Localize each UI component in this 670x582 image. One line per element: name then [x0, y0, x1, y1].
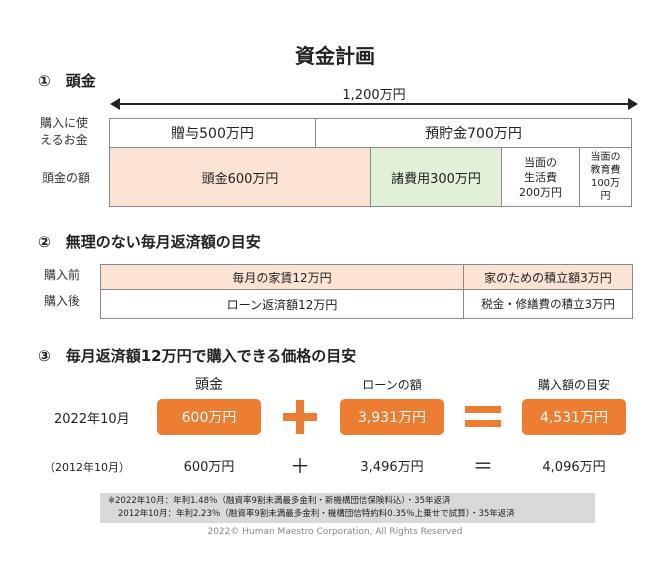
down-2022-badge: 600万円 — [157, 399, 261, 435]
arrow-left-icon — [110, 98, 120, 110]
note-line2: 2012年10月：年利2.23％（融資率9割未満最多金利・機構団信特約料0.35… — [118, 509, 515, 519]
before-label: 購入前 — [44, 268, 81, 282]
education-cost-cell: 当面の 教育費 100万 円 — [579, 147, 632, 207]
total-arrow-line — [118, 103, 630, 105]
row2022-label: 2022年10月 — [54, 412, 130, 427]
arrow-right-icon — [628, 98, 638, 110]
equals-icon-bottom — [465, 420, 501, 427]
col-down-header: 頭金 — [195, 377, 223, 393]
equals-2012: ＝ — [473, 454, 493, 478]
total-2012: 4,096万円 — [542, 460, 606, 475]
home-savings-cell: 家のための積立額3万円 — [463, 264, 633, 290]
total-funds: 1,200万円 — [342, 88, 406, 103]
plus-icon-vertical — [296, 400, 304, 434]
notes-box: ※2022年10月：年利1.48％（融資率9割未満最多金利・新機構団信保険料込）… — [100, 493, 595, 523]
living-line2: 生活費 — [524, 170, 557, 184]
down-2012: 600万円 — [183, 460, 235, 475]
col-loan-header: ローンの額 — [362, 378, 422, 392]
funds-label-line1: 購入に使 — [40, 116, 89, 130]
down-payment-label: 頭金の額 — [42, 171, 91, 185]
after-label: 購入後 — [44, 294, 81, 308]
col-target-header: 購入額の目安 — [537, 378, 610, 392]
gift-cell: 贈与500万円 — [109, 118, 316, 148]
edu-line1: 当面の — [590, 152, 621, 163]
funds-label-line2: えるお金 — [40, 133, 88, 147]
copyright: 2022© Human Maestro Corporation, All Rig… — [207, 527, 463, 537]
loan-2012: 3,496万円 — [360, 460, 424, 475]
loan-payment-cell: ローン返済額12万円 — [100, 289, 464, 319]
page-title: 資金計画 — [295, 44, 375, 68]
section1-heading: ① 頭金 — [38, 72, 96, 90]
edu-line4: 円 — [600, 191, 611, 202]
note-line1: ※2022年10月：年利1.48％（融資率9割未満最多金利・新機構団信保険料込）… — [108, 496, 451, 506]
expenses-cell: 諸費用300万円 — [370, 147, 502, 207]
tax-repair-cell: 税金・修繕費の積立3万円 — [463, 289, 633, 319]
living-line1: 当面の — [524, 155, 557, 169]
down-payment-cell: 頭金600万円 — [109, 147, 371, 207]
living-cost-cell: 当面の 生活費 200万円 — [501, 147, 580, 207]
savings-cell: 預貯金700万円 — [315, 118, 632, 148]
section3-heading: ③ 毎月返済額12万円で購入できる価格の目安 — [38, 347, 357, 365]
edu-line3: 100万 — [590, 178, 621, 189]
total-2022-badge: 4,531万円 — [522, 399, 626, 435]
row2012-label: （2012年10月） — [44, 461, 130, 474]
loan-2022-badge: 3,931万円 — [340, 399, 444, 435]
equals-icon-top — [465, 406, 501, 413]
plus-2012: ＋ — [290, 454, 310, 478]
section2-heading: ② 無理のない毎月返済額の目安 — [38, 233, 261, 251]
living-line3: 200万円 — [519, 185, 562, 199]
funds-label: 購入に使 えるお金 — [40, 115, 88, 149]
rent-cell: 毎月の家賃12万円 — [100, 264, 464, 290]
edu-line2: 教育費 — [590, 165, 621, 176]
